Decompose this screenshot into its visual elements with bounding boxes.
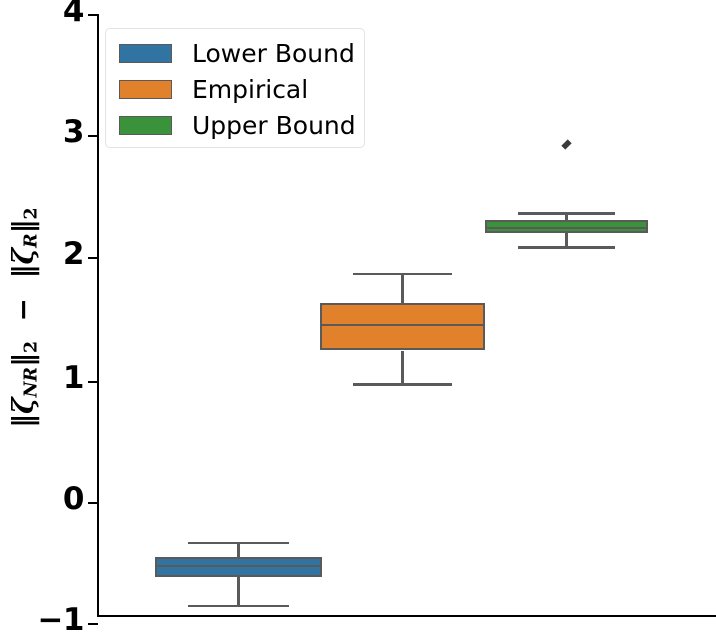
box-empirical[interactable]	[99, 14, 716, 615]
y-tick-label-1: 1	[62, 360, 85, 396]
box-lower-bound[interactable]	[99, 14, 716, 615]
legend-label-lower-bound: Lower Bound	[192, 38, 355, 68]
y-tickmark-1	[88, 381, 98, 383]
cap-upper	[188, 542, 289, 545]
y-tickmark-2	[88, 257, 98, 259]
y-axis-label: ‖ζNR‖2 − ‖ζR‖2	[6, 207, 42, 428]
box-rect[interactable]	[320, 303, 485, 351]
legend-item-lower-bound[interactable]: Lower Bound	[119, 35, 355, 71]
legend-swatch-lower-bound	[119, 43, 172, 63]
y-tick-label-3: 3	[62, 114, 85, 150]
cap-upper	[517, 212, 616, 215]
cap-upper	[353, 272, 452, 276]
legend-swatch-upper-bound	[119, 115, 172, 135]
legend-item-upper-bound[interactable]: Upper Bound	[119, 107, 356, 143]
y-tickmark-4	[88, 14, 98, 16]
cap-lower	[353, 383, 452, 386]
median-line	[320, 323, 485, 327]
whisker-lower	[401, 350, 404, 385]
whisker-upper	[237, 543, 240, 557]
legend-label-upper-bound: Upper Bound	[192, 110, 356, 140]
cap-lower	[517, 246, 616, 249]
median-line	[155, 565, 322, 568]
outlier-point	[561, 139, 572, 150]
x-axis-spine	[97, 615, 716, 617]
cap-lower	[188, 605, 289, 608]
legend-item-empirical[interactable]: Empirical	[119, 71, 308, 107]
y-tick-label-minus1: −1	[37, 602, 84, 638]
whisker-lower	[565, 232, 568, 248]
whisker-lower	[237, 577, 240, 607]
legend-label-empirical: Empirical	[192, 74, 309, 104]
y-tickmark-3	[88, 135, 98, 137]
y-tickmark-minus1	[88, 623, 98, 625]
legend: Lower Bound Empirical Upper Bound	[105, 28, 365, 148]
y-tick-label-4: 4	[62, 0, 85, 29]
box-upper-bound[interactable]	[99, 14, 716, 615]
legend-swatch-empirical	[119, 79, 172, 99]
box-rect[interactable]	[485, 219, 648, 233]
y-tickmark-0	[88, 502, 98, 504]
y-tick-label-0: 0	[62, 481, 85, 517]
y-axis-spine	[97, 14, 99, 617]
y-tick-label-2: 2	[62, 236, 85, 272]
whisker-upper	[401, 274, 404, 304]
whisker-upper	[565, 213, 568, 220]
median-line	[485, 226, 648, 230]
